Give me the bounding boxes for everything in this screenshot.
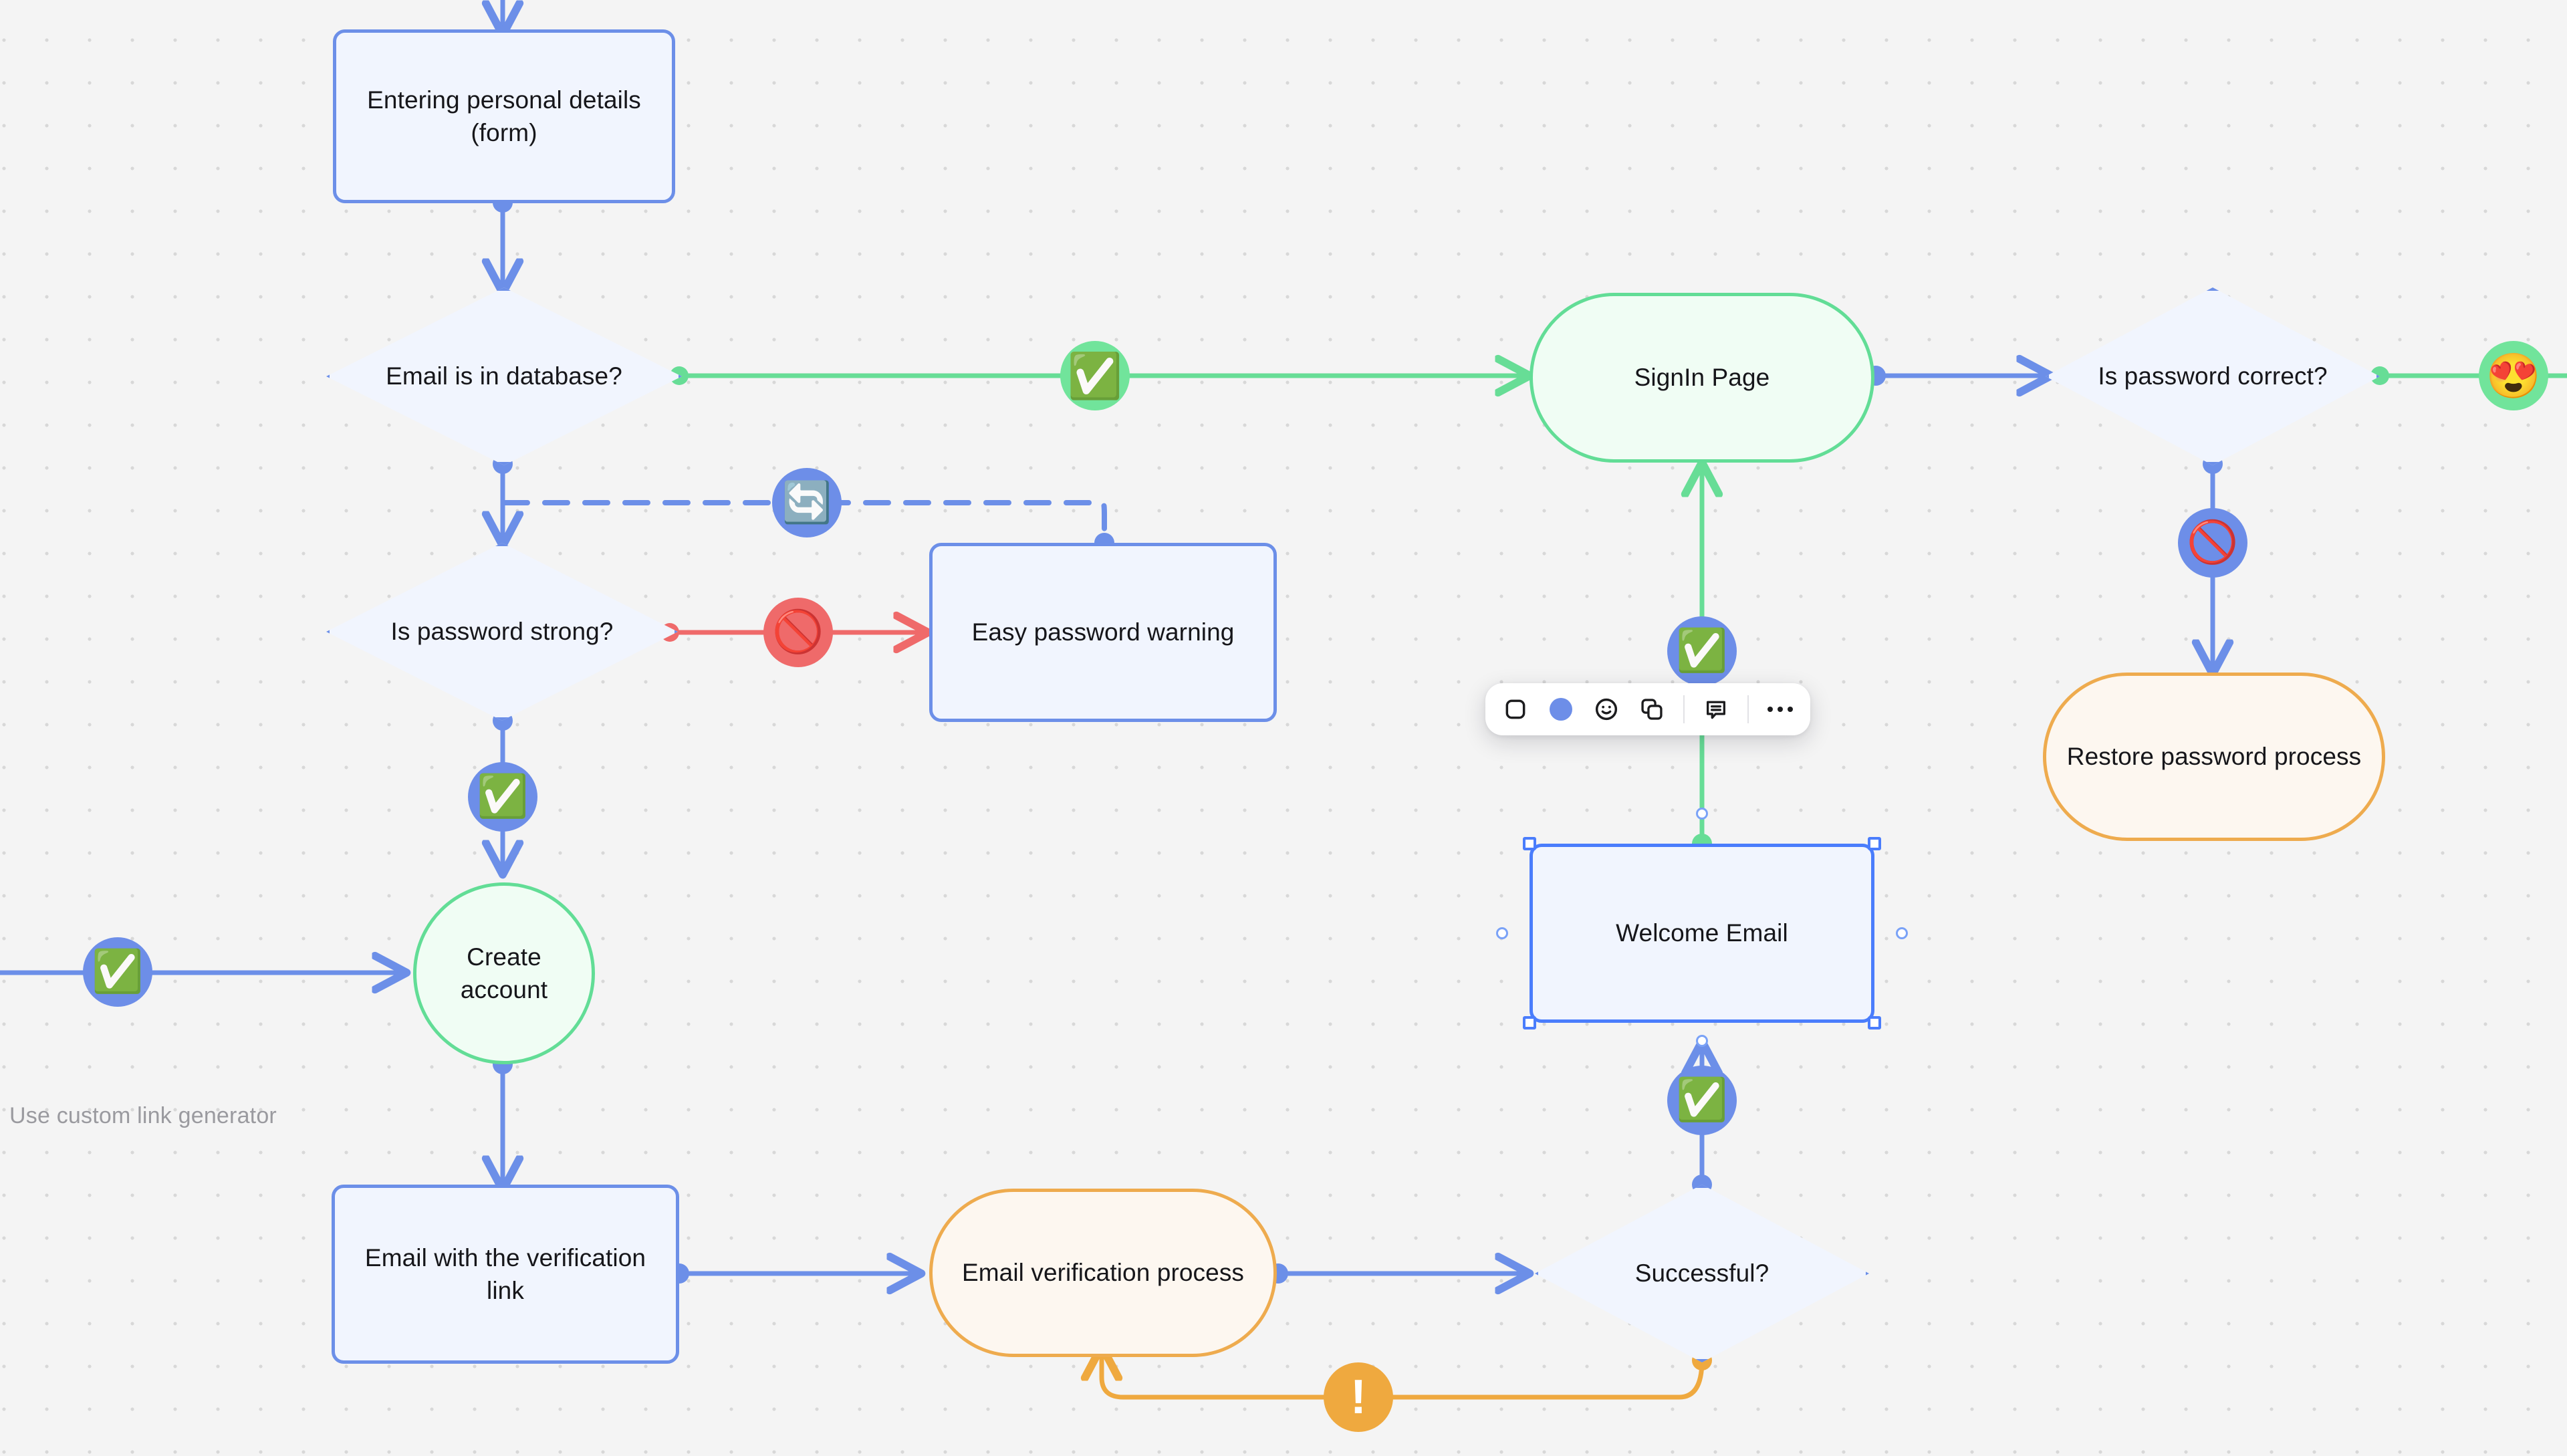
- check-mark-button-icon: ✅: [477, 773, 529, 820]
- note-text: Use custom link generator: [9, 1103, 277, 1128]
- node-create-account[interactable]: Create account: [413, 882, 595, 1064]
- node-label: Entering personal details (form): [367, 86, 641, 146]
- edge-badge-signin-in[interactable]: ✅: [1667, 616, 1737, 686]
- node-label: Email verification process: [961, 1259, 1245, 1287]
- edge-badge-verification-failed[interactable]: !: [1324, 1362, 1393, 1432]
- connection-point-left[interactable]: [1496, 927, 1508, 939]
- edge-badge-password-correct-no[interactable]: 🚫: [2178, 508, 2247, 578]
- counterclockwise-arrows-icon: 🔄: [781, 480, 832, 525]
- color-swatch-icon: [1550, 698, 1572, 721]
- toolbar-divider-1: [1683, 695, 1685, 723]
- connection-point-right[interactable]: [1896, 927, 1908, 939]
- color-tool-button[interactable]: [1540, 689, 1582, 730]
- comment-bubble-icon: [1706, 701, 1726, 719]
- edge-badge-email-in-db-yes[interactable]: ✅: [1060, 341, 1130, 410]
- selection-handle-top-right[interactable]: [1868, 837, 1881, 850]
- smiley-face-icon: [1595, 698, 1618, 721]
- check-mark-button-icon: ✅: [1067, 351, 1123, 400]
- node-label: Restore password process: [2066, 743, 2362, 771]
- node-signin-page[interactable]: SignIn Page: [1530, 293, 1874, 463]
- node-email-with-verification-link[interactable]: Email with the verification link: [332, 1185, 679, 1364]
- selection-handle-bottom-left[interactable]: [1523, 1016, 1536, 1029]
- node-label: Is password correct?: [2098, 362, 2328, 390]
- edge-badge-incoming-left[interactable]: ✅: [83, 937, 152, 1007]
- more-horizontal-icon: [1767, 707, 1793, 712]
- node-label: Email is in database?: [386, 362, 622, 390]
- node-label: Welcome Email: [1616, 919, 1788, 947]
- node-easy-password-warning[interactable]: Easy password warning: [929, 543, 1277, 722]
- edge-badge-welcome-email-in[interactable]: ✅: [1667, 1066, 1737, 1135]
- node-label: SignIn Page: [1634, 364, 1770, 392]
- node-entering-personal-details[interactable]: Entering personal details (form): [333, 29, 675, 203]
- duplicate-tool-button[interactable]: [1631, 689, 1673, 730]
- selection-handle-top-left[interactable]: [1523, 837, 1536, 850]
- node-label: Create account: [460, 943, 548, 1003]
- selection-handle-bottom-right[interactable]: [1868, 1016, 1881, 1029]
- edge-badge-password-correct-yes[interactable]: 😍: [2479, 341, 2548, 410]
- rounded-square-icon: [1505, 699, 1525, 719]
- exclamation-mark-icon: !: [1350, 1370, 1366, 1424]
- node-label: Is password strong?: [390, 618, 614, 646]
- node-welcome-email[interactable]: Welcome Email: [1530, 844, 1874, 1023]
- duplicate-icon: [1641, 699, 1663, 720]
- edge-badge-retry-loop[interactable]: 🔄: [772, 468, 842, 537]
- node-restore-password-process[interactable]: Restore password process: [2043, 673, 2385, 841]
- toolbar-divider-2: [1747, 695, 1749, 723]
- connection-point-top[interactable]: [1696, 808, 1708, 820]
- prohibited-icon: 🚫: [2187, 519, 2239, 566]
- emoji-tool-button[interactable]: [1586, 689, 1627, 730]
- edge-badge-password-strong-yes[interactable]: ✅: [468, 762, 537, 832]
- more-tool-button[interactable]: [1759, 689, 1801, 730]
- prohibited-icon: 🚫: [772, 609, 824, 655]
- shape-tool-button[interactable]: [1495, 689, 1536, 730]
- canvas-note-custom-link-generator: Use custom link generator: [9, 1103, 277, 1129]
- check-mark-button-icon: ✅: [92, 949, 144, 995]
- node-label: Successful?: [1634, 1259, 1769, 1288]
- node-context-toolbar[interactable]: [1485, 683, 1810, 735]
- check-mark-button-icon: ✅: [1676, 628, 1728, 674]
- smiling-face-with-hearts-icon: 😍: [2485, 351, 2542, 400]
- edge-badge-password-weak[interactable]: 🚫: [763, 598, 833, 667]
- connection-point-bottom[interactable]: [1696, 1035, 1708, 1047]
- node-label: Email with the verification link: [364, 1243, 646, 1304]
- comment-tool-button[interactable]: [1695, 689, 1737, 730]
- check-mark-button-icon: ✅: [1676, 1077, 1728, 1123]
- node-email-verification-process[interactable]: Email verification process: [929, 1189, 1277, 1357]
- node-label: Easy password warning: [971, 618, 1235, 646]
